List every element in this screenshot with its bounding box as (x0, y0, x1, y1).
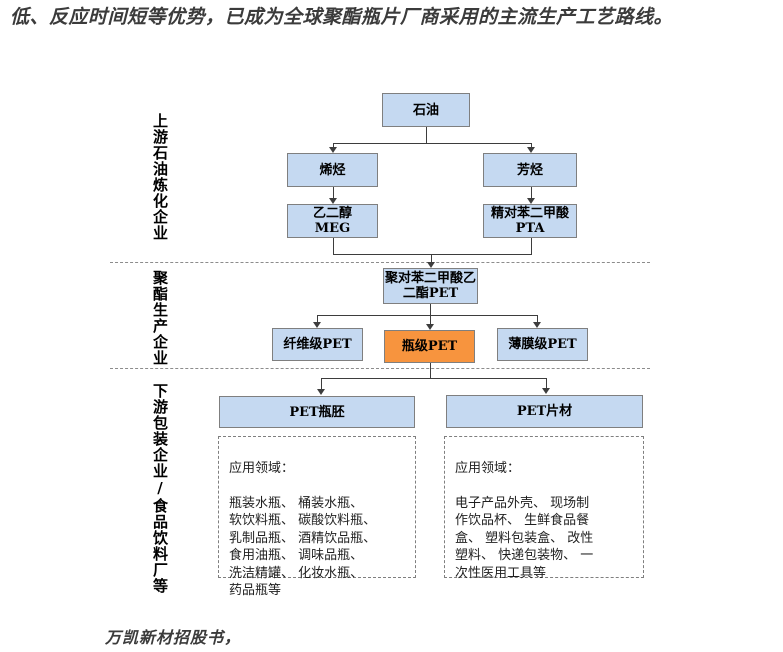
section-label-polyester: 聚酯生产企业 (151, 270, 169, 366)
connector (333, 143, 532, 144)
connector (333, 238, 334, 254)
node-pta: 精对苯二甲酸 PTA (483, 204, 577, 238)
node-pet-sheet: PET片材 (446, 395, 643, 428)
section-divider (110, 368, 650, 369)
connector (430, 363, 431, 378)
preform-applications-list: 瓶装水瓶、 桶装水瓶、 软饮料瓶、 碳酸饮料瓶、 乳制品瓶、 酒精饮品瓶、 食用… (229, 495, 377, 599)
connector (426, 127, 427, 143)
section-label-upstream: 上游石油炼化企业 (151, 113, 169, 241)
connector (546, 378, 547, 389)
node-petroleum: 石油 (382, 93, 470, 127)
connector (333, 254, 532, 255)
connector (430, 304, 431, 315)
connector (531, 238, 532, 254)
source-caption: 万凯新材招股书， (105, 628, 242, 647)
connector (431, 254, 432, 262)
sheet-applications-box: 应用领域： 电子产品外壳、 现场制 作饮品杯、 生鲜食品餐 盒、 塑料包装盒、 … (444, 436, 644, 581)
connector (531, 187, 532, 199)
arrow-down (329, 147, 337, 153)
arrow-down (317, 389, 325, 395)
node-film-pet: 薄膜级PET (497, 328, 588, 361)
industry-chain-diagram: 上游石油炼化企业 聚酯生产企业 下游包装企业/食品饮料厂等 石油 烯烃 芳烃 乙… (110, 78, 680, 600)
connector (321, 378, 322, 389)
arrow-down (542, 388, 550, 394)
connector (333, 187, 334, 199)
node-pet-preform: PET瓶胚 (219, 396, 415, 428)
arrow-down (313, 322, 321, 328)
preform-applications-title: 应用领域： (229, 460, 295, 476)
connector (317, 315, 538, 316)
section-divider (110, 262, 650, 263)
node-meg: 乙二醇 MEG (287, 204, 378, 238)
node-olefin: 烯烃 (287, 153, 378, 187)
node-bottle-pet: 瓶级PET (384, 330, 475, 363)
sheet-applications-title: 应用领域： (455, 460, 521, 476)
node-pet: 聚对苯二甲酸乙 二酯PET (383, 268, 478, 304)
node-aromatic: 芳烃 (483, 153, 577, 187)
connector (317, 315, 318, 322)
intro-text: 低、反应时间短等优势，已成为全球聚酯瓶片厂商采用的主流生产工艺路线。 (10, 6, 674, 28)
node-fiber-pet: 纤维级PET (272, 328, 363, 361)
arrow-down (533, 322, 541, 328)
arrow-down (329, 198, 337, 204)
connector (321, 378, 547, 379)
connector (430, 315, 431, 324)
connector (537, 315, 538, 322)
section-label-downstream: 下游包装企业/食品饮料厂等 (151, 383, 169, 594)
arrow-down (426, 324, 434, 330)
arrow-down (527, 198, 535, 204)
preform-applications-box: 应用领域： 瓶装水瓶、 桶装水瓶、 软饮料瓶、 碳酸饮料瓶、 乳制品瓶、 酒精饮… (218, 436, 416, 598)
connector (531, 143, 532, 148)
arrow-down (527, 147, 535, 153)
sheet-applications-list: 电子产品外壳、 现场制 作饮品杯、 生鲜食品餐 盒、 塑料包装盒、 改性 塑料、… (455, 495, 594, 581)
connector (333, 143, 334, 148)
arrow-down (427, 262, 435, 268)
